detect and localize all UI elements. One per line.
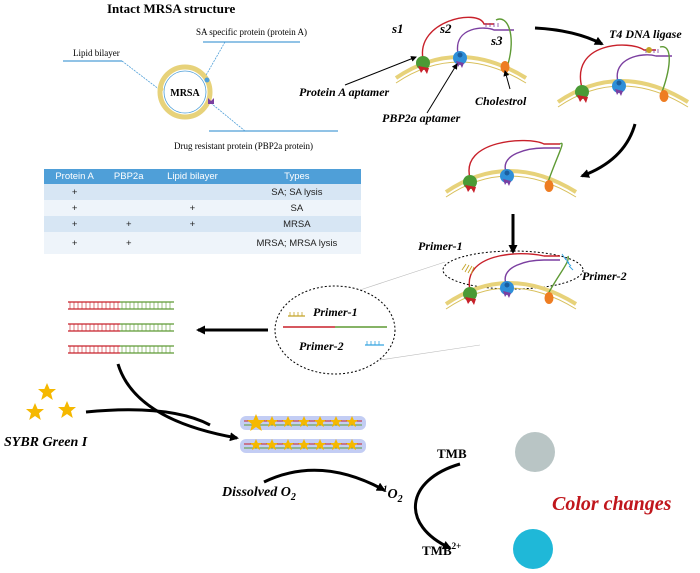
panel-strands-ligase bbox=[556, 44, 690, 109]
mrsa-label: MRSA bbox=[170, 88, 200, 99]
cell-pbp2a bbox=[208, 98, 214, 104]
table-cell bbox=[105, 200, 153, 216]
table-row: + + SA bbox=[44, 200, 361, 216]
table-cell bbox=[105, 184, 153, 200]
pointer-lipid bbox=[121, 60, 161, 91]
table-cell: + bbox=[44, 232, 106, 254]
singlet-oxygen-label: 1O2 bbox=[383, 484, 403, 505]
drug-resistant-label: Drug resistant protein (PBP2a protein) bbox=[174, 141, 313, 151]
lipid-bilayer-label: Lipid bilayer bbox=[73, 48, 120, 58]
cell-protein-a bbox=[204, 77, 210, 83]
arrow-from-sybr bbox=[85, 408, 211, 427]
table-cell: MRSA bbox=[232, 216, 361, 232]
tmb-color-circle bbox=[515, 432, 555, 472]
connector-bottom bbox=[379, 344, 481, 361]
table-cell: + bbox=[152, 200, 233, 216]
cholestrol-label: Cholestrol bbox=[475, 94, 527, 108]
table-cell bbox=[152, 232, 233, 254]
table-header: Types bbox=[232, 169, 361, 184]
primer1-strand bbox=[288, 312, 305, 317]
table-cell: + bbox=[152, 216, 233, 232]
mrsa-cell bbox=[157, 64, 213, 120]
connector-top bbox=[359, 261, 446, 291]
primer2-top-label: Primer-2 bbox=[582, 269, 627, 283]
dissolved-o2-label: Dissolved O2 bbox=[221, 485, 296, 503]
table-cell: + bbox=[44, 200, 106, 216]
primer1-circle-label: Primer-1 bbox=[313, 305, 358, 319]
table-row: + SA; SA lysis bbox=[44, 184, 361, 200]
table-cell: SA bbox=[232, 200, 361, 216]
table-cell: SA; SA lysis bbox=[232, 184, 361, 200]
panel-strands-joined bbox=[444, 139, 578, 199]
tmb-label: TMB bbox=[437, 446, 467, 461]
primer-circle bbox=[274, 285, 396, 375]
amplicon-products bbox=[68, 301, 174, 354]
sybr-stars bbox=[26, 383, 76, 420]
table-cell: MRSA; MRSA lysis bbox=[232, 232, 361, 254]
panel-strands-primers bbox=[444, 253, 578, 311]
table-cell bbox=[152, 184, 233, 200]
table-row: + + + MRSA bbox=[44, 216, 361, 232]
protein-a-aptamer-pointer bbox=[344, 56, 417, 86]
t4-ligase-label: T4 DNA ligase bbox=[609, 27, 682, 41]
tmb2-label: TMB2+ bbox=[422, 541, 461, 558]
arrow-ligase-down bbox=[580, 123, 637, 178]
mrsa-cell-inner bbox=[163, 70, 207, 114]
pointer-pbp2a bbox=[211, 103, 246, 132]
arrow-tmb bbox=[413, 462, 461, 550]
cell-lipid-marker bbox=[158, 86, 164, 92]
table-cell: + bbox=[105, 216, 153, 232]
arrow-oxygen bbox=[263, 468, 386, 492]
type-table: Protein A PBP2a Lipid bilayer Types + SA… bbox=[44, 169, 361, 254]
table-row: + + MRSA; MRSA lysis bbox=[44, 232, 361, 254]
table-cell: + bbox=[44, 184, 106, 200]
cholestrol-pointer bbox=[503, 70, 511, 90]
arrow-from-amplicons bbox=[116, 363, 239, 442]
s3-label: s3 bbox=[490, 33, 503, 48]
s1-label: s1 bbox=[391, 21, 404, 36]
table-header: PBP2a bbox=[105, 169, 153, 184]
primer-ellipse bbox=[442, 250, 584, 290]
table-cell: + bbox=[44, 216, 106, 232]
tmb2-color-circle bbox=[513, 529, 553, 569]
sybr-label: SYBR Green I bbox=[4, 435, 88, 450]
primer1-top-label: Primer-1 bbox=[418, 239, 463, 253]
primer2-strand bbox=[365, 341, 384, 346]
pbp2a-aptamer-label: PBP2a aptamer bbox=[382, 111, 461, 125]
arrow-to-ligase bbox=[534, 26, 604, 46]
mrsa-title: Intact MRSA structure bbox=[107, 1, 236, 16]
sa-protein-label: SA specific protein (protein A) bbox=[196, 27, 307, 37]
panel-strands-initial bbox=[394, 16, 528, 85]
primer2-circle-label: Primer-2 bbox=[299, 339, 344, 353]
pointer-protein-a bbox=[204, 41, 226, 78]
table-header: Lipid bilayer bbox=[152, 169, 233, 184]
color-changes-label: Color changes bbox=[552, 493, 672, 515]
table-cell: + bbox=[105, 232, 153, 254]
table-header: Protein A bbox=[44, 169, 106, 184]
pbp2a-aptamer-pointer bbox=[426, 63, 458, 114]
s2-label: s2 bbox=[439, 21, 452, 36]
protein-a-aptamer-label: Protein A aptamer bbox=[299, 85, 390, 99]
sybr-bound-stars bbox=[249, 416, 359, 451]
